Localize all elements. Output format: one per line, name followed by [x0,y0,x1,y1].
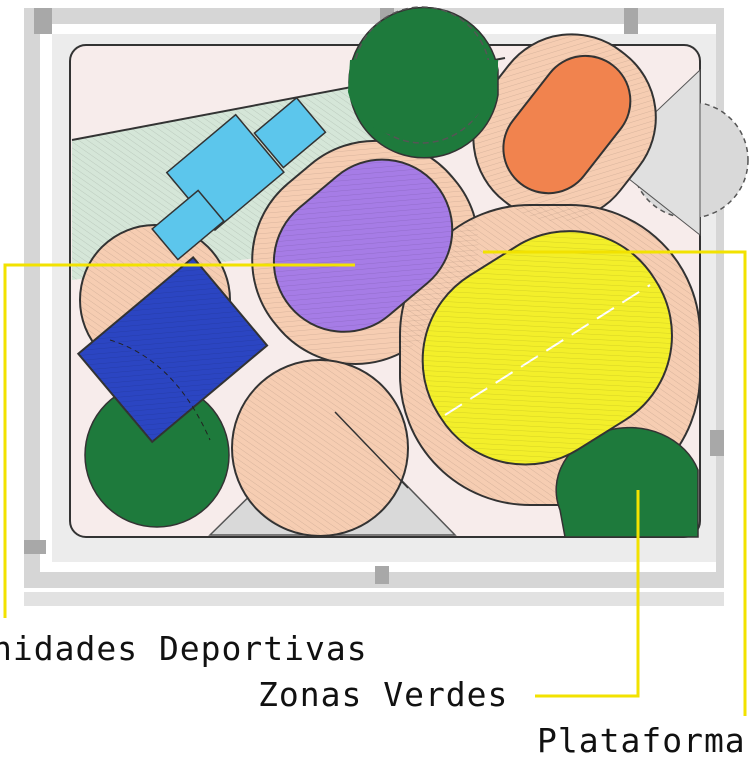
leader-line-zonas [535,490,640,698]
label-plataforma: Plataforma [537,721,746,760]
light-blue-courts [151,96,327,261]
leader-lines [3,250,747,716]
label-zonas-verdes: Zonas Verdes [258,675,509,714]
orange-court [502,54,632,195]
label-unidades-deportivas: nidades Deportivas [0,629,368,668]
leader-line-unidades [3,263,355,618]
leader-line-plataforma [483,250,747,716]
green-zones [84,6,699,538]
